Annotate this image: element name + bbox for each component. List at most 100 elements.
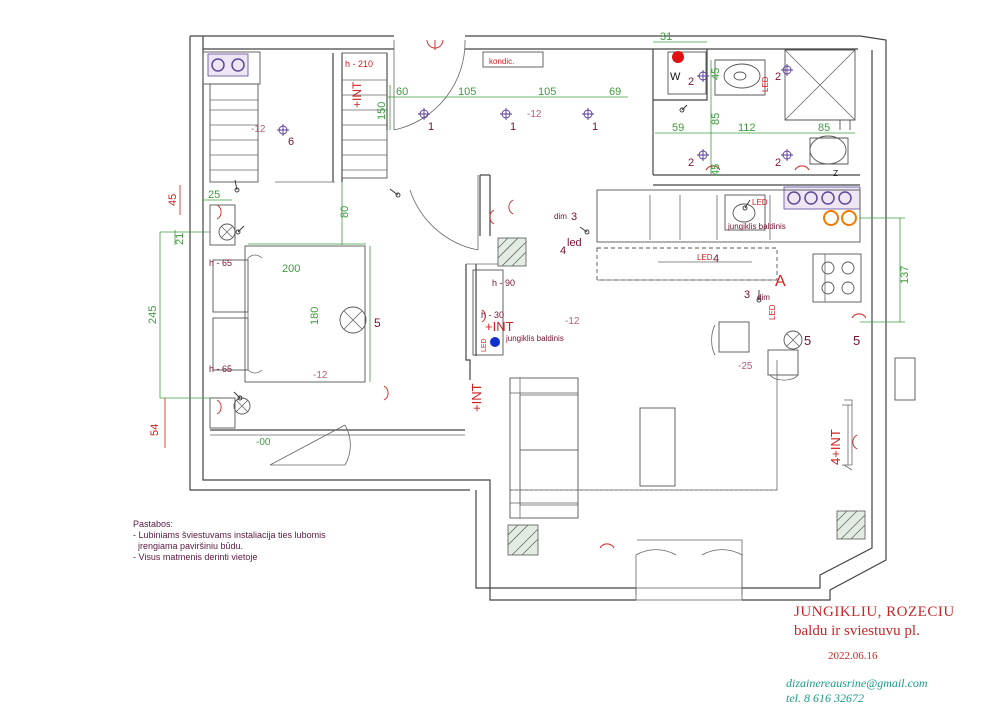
red-marker	[672, 51, 684, 63]
switch-icon	[679, 104, 688, 113]
socket-icon	[481, 309, 486, 323]
z-label: Z	[833, 168, 838, 177]
dim-label-a: dim	[554, 212, 567, 221]
dim-245: 245	[147, 306, 159, 324]
kitchen	[596, 189, 862, 381]
int-hall: +INT	[485, 319, 514, 334]
h-210-label: h - 210	[345, 59, 373, 69]
socket-icon	[794, 165, 810, 171]
led-strip: LED	[697, 253, 713, 262]
ac-label: kondic.	[489, 57, 514, 66]
bathroom	[667, 49, 856, 165]
led-bath: LED	[761, 76, 770, 92]
light-4a: 4	[560, 245, 566, 257]
wall-sockets	[216, 39, 867, 549]
light-2d: 2	[775, 157, 781, 169]
switch-icon	[235, 225, 245, 235]
light-1b: 1	[510, 121, 516, 133]
switch-icon	[233, 391, 243, 401]
socket-icon	[216, 399, 222, 415]
ceiling-light-icon	[277, 124, 289, 136]
h-65-b: h - 65	[209, 364, 232, 374]
socket-pair-orange	[823, 210, 857, 226]
notes-line-1: - Lubiniams šviestuvams instaliacija tie…	[133, 530, 326, 540]
pillars	[497, 237, 866, 556]
dim-45b: 45	[710, 164, 722, 176]
dim-180: 180	[309, 307, 321, 325]
dim-150: 150	[376, 102, 388, 120]
labels: kondic. 31 60 105 105 69 150 45 85 59 11…	[147, 31, 911, 465]
blue-marker	[490, 337, 500, 347]
light-2b: 2	[775, 71, 781, 83]
dim-45c: 45	[167, 194, 179, 206]
socket-icon	[852, 434, 858, 450]
led-kitchen: LED	[752, 198, 768, 207]
ceiling-light-icon	[781, 149, 793, 161]
a-marker: A	[775, 273, 786, 290]
notes-line-2: įrengiama paviršiniu būdu.	[133, 541, 244, 551]
dim-21: 21	[174, 233, 186, 245]
dim-54: 54	[149, 424, 161, 436]
led-hall: LED	[481, 338, 488, 352]
led-vertical: LED	[768, 304, 777, 320]
ceiling-light-icon	[781, 64, 793, 76]
dim-85a: 85	[710, 113, 722, 125]
socket-icon	[489, 209, 495, 225]
h-90-label: h - 90	[492, 278, 515, 288]
switch-icon	[756, 290, 762, 303]
light-1c: 1	[592, 121, 598, 133]
light-6: 6	[288, 136, 294, 148]
ceiling-light-icon	[418, 108, 430, 120]
light-1a: 1	[428, 121, 434, 133]
dim-112: 112	[738, 122, 756, 134]
socket-row-kitchen	[783, 186, 861, 210]
dim-80: 80	[339, 206, 351, 218]
living-room	[509, 357, 916, 519]
dim-105a: 105	[458, 86, 476, 98]
light-3a: 3	[571, 211, 577, 223]
ceiling-light-icon	[582, 108, 594, 120]
jungiklis-kitchen: jungiklis baldinis	[727, 222, 786, 231]
notes-title: Pastabos:	[133, 519, 174, 529]
socket-icon	[508, 199, 514, 215]
outer-walls	[189, 35, 887, 601]
dim-137: 137	[899, 266, 911, 284]
contact-email[interactable]: dizainereausrine@gmail.com	[786, 676, 928, 690]
socket-icon	[705, 165, 721, 171]
notes-block: Pastabos: - Lubiniams šviestuvams instal…	[133, 519, 326, 563]
minus12-a: -12	[251, 124, 266, 135]
h-30-label: h - 30	[481, 310, 504, 320]
jungiklis-hall: jungiklis baldinis	[505, 334, 564, 343]
minus12-c: -12	[313, 370, 328, 381]
socket-icon	[599, 543, 615, 549]
wardrobes	[202, 51, 544, 183]
switches	[233, 104, 762, 401]
dim-85b: 85	[818, 122, 830, 134]
dim-59: 59	[672, 122, 684, 134]
switch-icon	[234, 179, 240, 193]
dim-69: 69	[609, 86, 621, 98]
dim-31: 31	[660, 31, 672, 43]
h-65-a: h - 65	[209, 258, 232, 268]
switch-icon	[389, 188, 401, 198]
light-5-bedroom: 5	[374, 316, 381, 330]
dim-60: 60	[396, 86, 408, 98]
title-line-1: JUNGIKLIU, ROZECIU	[794, 604, 955, 620]
dim-200: 200	[282, 263, 300, 275]
led-label-a: led	[567, 237, 582, 249]
light-2c: 2	[688, 157, 694, 169]
minus12-b: -12	[527, 109, 542, 120]
ceiling-light-icon	[500, 108, 512, 120]
ceiling-lights	[277, 64, 793, 161]
notes-line-3: - Visus matmenis derinti vietoje	[133, 552, 258, 562]
light-4b: 4	[713, 253, 719, 265]
light-3b: 3	[744, 289, 750, 301]
int-4-living: 4+INT	[828, 429, 843, 465]
switch-icon	[742, 199, 751, 211]
switch-icon	[579, 226, 590, 235]
minus00: -00	[256, 437, 271, 448]
double-sockets	[207, 53, 861, 226]
hall-cabinet	[472, 269, 504, 356]
dim-label-b: dim	[757, 293, 770, 302]
dim-105b: 105	[538, 86, 556, 98]
